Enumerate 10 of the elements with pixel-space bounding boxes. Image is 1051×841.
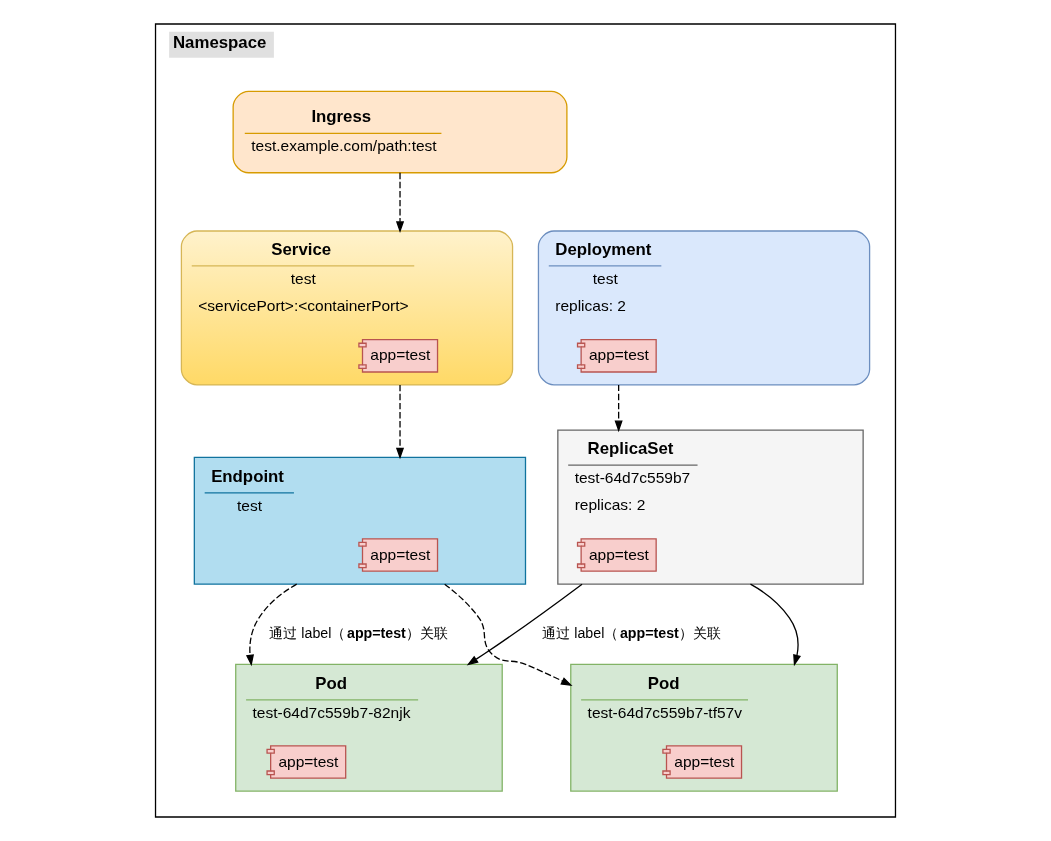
arrow xyxy=(395,172,405,233)
arrow xyxy=(444,583,573,686)
arrow xyxy=(749,583,801,667)
edge-label: 通过 label（app=test）关联 xyxy=(542,625,722,642)
arrow xyxy=(395,384,405,460)
arrow xyxy=(466,583,583,666)
arrow xyxy=(245,583,298,667)
edge-label: 通过 label（app=test）关联 xyxy=(269,625,449,642)
arrow xyxy=(614,384,623,433)
node-box: Ingress test.example.com/path:test xyxy=(232,90,568,174)
